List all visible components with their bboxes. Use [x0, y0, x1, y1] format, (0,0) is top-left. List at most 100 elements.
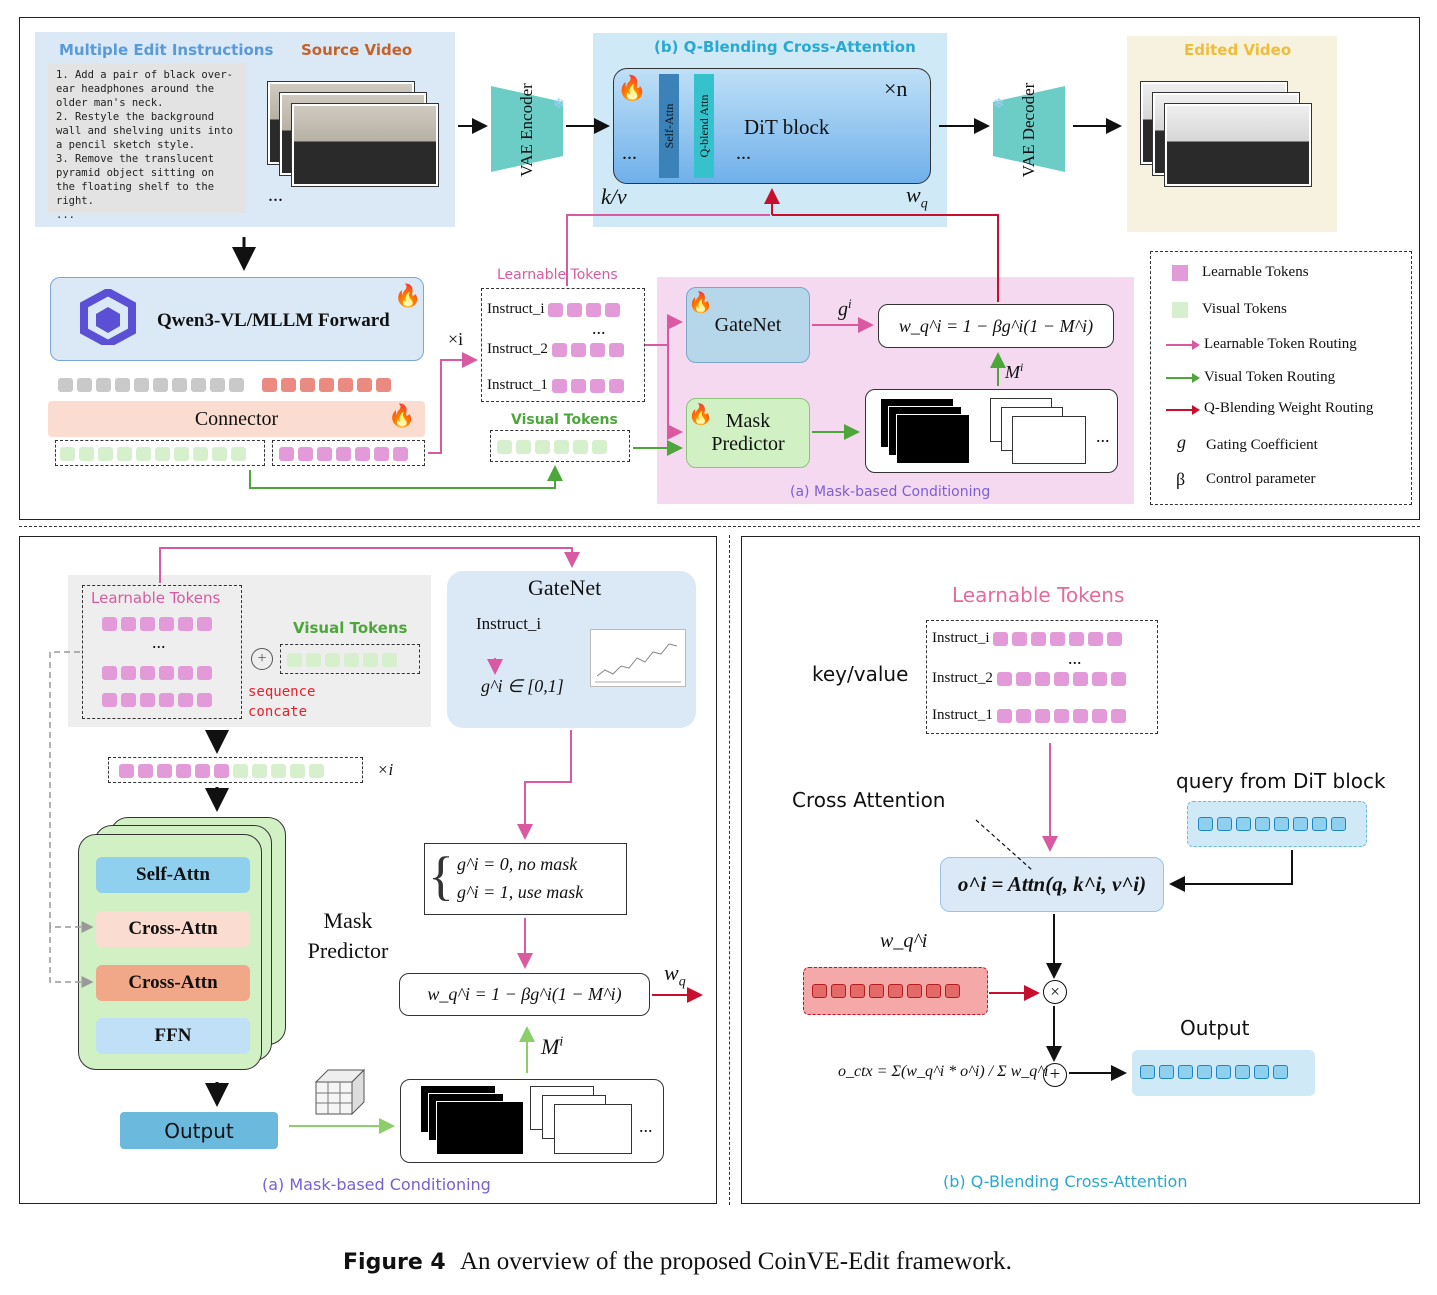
mask-predictor-box: Mask Predictor: [686, 398, 810, 468]
instruct-token-box: [481, 288, 645, 402]
bl-wq-label: wq: [664, 960, 686, 990]
learnable-tokens-title: Learnable Tokens: [497, 267, 618, 283]
kv-label: k/v: [601, 184, 627, 209]
br-instruct-token-box: [926, 620, 1158, 734]
cube-icon: [314, 1068, 366, 1121]
visual-token-box: [490, 430, 630, 462]
qwen-label: Qwen3-VL/MLLM Forward: [157, 310, 390, 331]
cross-attn-block-2: Cross-Attn: [96, 965, 250, 1001]
instruct-row-1: Instruct_1: [487, 377, 628, 394]
snowflake-icon: ❄: [553, 97, 565, 112]
fire-icon: 🔥: [394, 283, 422, 308]
learnable-token-group: [272, 440, 425, 466]
vae-decoder-shape: [993, 86, 1065, 172]
figure-label: Figure 4: [343, 1250, 446, 1275]
mask-cond-caption: (a) Mask-based Conditioning: [790, 484, 991, 500]
br-instruct-row-1: Instruct_1: [932, 707, 1130, 724]
source-ellipsis: ...: [268, 184, 283, 206]
bl-instruct-i: Instruct_i: [476, 614, 542, 633]
legend-label-visual: Visual Tokens: [1202, 301, 1287, 317]
bl-visual-token-box: [280, 644, 420, 674]
bl-learnable-row-1: [102, 615, 216, 633]
self-attn-bar: [659, 74, 679, 178]
legend-label-qblend-routing: Q-Blending Weight Routing: [1204, 400, 1374, 416]
gate-curve-chart: [590, 629, 686, 687]
vae-encoder-shape: [491, 86, 563, 172]
hidden-token-row: [58, 376, 395, 394]
br-instruct-row-i: Instruct_i: [932, 630, 1126, 647]
octx-formula: o_ctx = Σ(w_q^i * o^i) / Σ w_q^i: [838, 1063, 1049, 1080]
self-attn-block: Self-Attn: [96, 857, 250, 893]
instruction-3: 3. Remove the translucent pyramid object…: [56, 153, 215, 207]
dit-ellipsis-right: ...: [736, 142, 751, 164]
bl-mask-black-1: [436, 1101, 524, 1155]
instruction-4: ...: [56, 209, 75, 221]
visual-tokens-title: Visual Tokens: [511, 412, 618, 428]
bl-learnable-tokens-title: Learnable Tokens: [91, 589, 221, 607]
multi-instructions-title: Multiple Edit Instructions: [59, 41, 274, 59]
cases-brace: {: [428, 846, 454, 906]
multiply-icon: ×: [1043, 980, 1067, 1004]
bl-mask-silhouette-1: [554, 1104, 632, 1154]
bl-learnable-row-2: [102, 664, 216, 682]
legend-beta-symbol: β: [1176, 469, 1186, 489]
wq-token-box: [803, 967, 988, 1015]
bl-mask-predictor-label: Mask Predictor: [307, 908, 389, 963]
bl-concat-token-row: [108, 757, 363, 783]
times-n: ×n: [884, 76, 908, 101]
query-from-dit-label: query from DiT block: [1176, 769, 1386, 793]
figure-text: An overview of the proposed CoinVE-Edit …: [459, 1248, 1012, 1275]
legend-label-visual-routing: Visual Token Routing: [1204, 369, 1336, 385]
top-panel: [19, 17, 1420, 520]
query-token-box: [1187, 801, 1367, 847]
legend-red-arrow-icon: [1166, 405, 1200, 415]
br-output-label: Output: [1180, 1016, 1250, 1040]
br-caption: (b) Q-Blending Cross-Attention: [943, 1172, 1188, 1191]
mask-silhouette-1: [1012, 416, 1086, 464]
qwen-logo-icon: [80, 287, 136, 349]
fire-icon: 🔥: [688, 292, 713, 314]
bottom-right-arrows: [975, 743, 1293, 1081]
g-label-top: gi: [838, 296, 852, 321]
instruct-row-i: Instruct_i: [487, 301, 624, 318]
legend-g-symbol: g: [1177, 432, 1186, 452]
source-frame-1: [292, 104, 438, 186]
gatenet-box: GateNet: [686, 287, 810, 363]
wq-label-top: wq: [906, 182, 928, 212]
cross-attn-block-1: Cross-Attn: [96, 911, 250, 947]
horizontal-divider: [19, 526, 1420, 527]
bl-m-label: Mi: [541, 1034, 564, 1059]
legend-pink-arrow-icon: [1166, 340, 1200, 350]
output-token-box: [1132, 1050, 1315, 1096]
legend-label-learnable: Learnable Tokens: [1202, 264, 1309, 280]
br-instruct-ellipsis: ...: [1068, 648, 1082, 668]
case-use-mask: g^i = 1, use mask: [457, 882, 584, 902]
dit-block-label: DiT block: [744, 115, 830, 139]
snowflake-icon: ❄: [993, 97, 1005, 112]
legend-pink-square: [1172, 265, 1188, 281]
learnable-token-stack: [82, 585, 242, 719]
instruction-2: 2. Restyle the background wall and shelv…: [56, 111, 234, 151]
bottom-left-panel: [19, 536, 717, 1204]
bl-caption: (a) Mask-based Conditioning: [262, 1175, 491, 1194]
case-no-mask: g^i = 0, no mask: [457, 854, 578, 874]
bl-output-box: Output: [120, 1112, 278, 1149]
sequence-concate-label: sequence concate: [248, 684, 316, 720]
legend-green-square: [1172, 302, 1188, 318]
legend-green-arrow-icon: [1166, 373, 1200, 383]
legend-label-learnable-routing: Learnable Token Routing: [1204, 336, 1357, 352]
bl-gatenet-title: GateNet: [528, 575, 602, 600]
instruct-row-2: Instruct_2: [487, 341, 628, 358]
top-arrows: [232, 118, 1122, 489]
mask-black-1: [896, 414, 970, 464]
qblend-attn-bar: [694, 74, 714, 178]
weight-formula-box: w_q^i = 1 − βg^i(1 − M^i): [878, 304, 1114, 348]
times-i-top: ×i: [448, 329, 464, 349]
ffn-block: FFN: [96, 1018, 250, 1054]
source-video-title: Source Video: [301, 41, 413, 59]
instruct-ellipsis: ...: [592, 318, 606, 338]
bl-visual-tokens-title: Visual Tokens: [293, 619, 408, 637]
bottom-left-arrows: [49, 547, 703, 1134]
wqi-label: w_q^i: [880, 930, 928, 952]
bl-formula-box: w_q^i = 1 − βg^i(1 − M^i): [399, 973, 650, 1016]
